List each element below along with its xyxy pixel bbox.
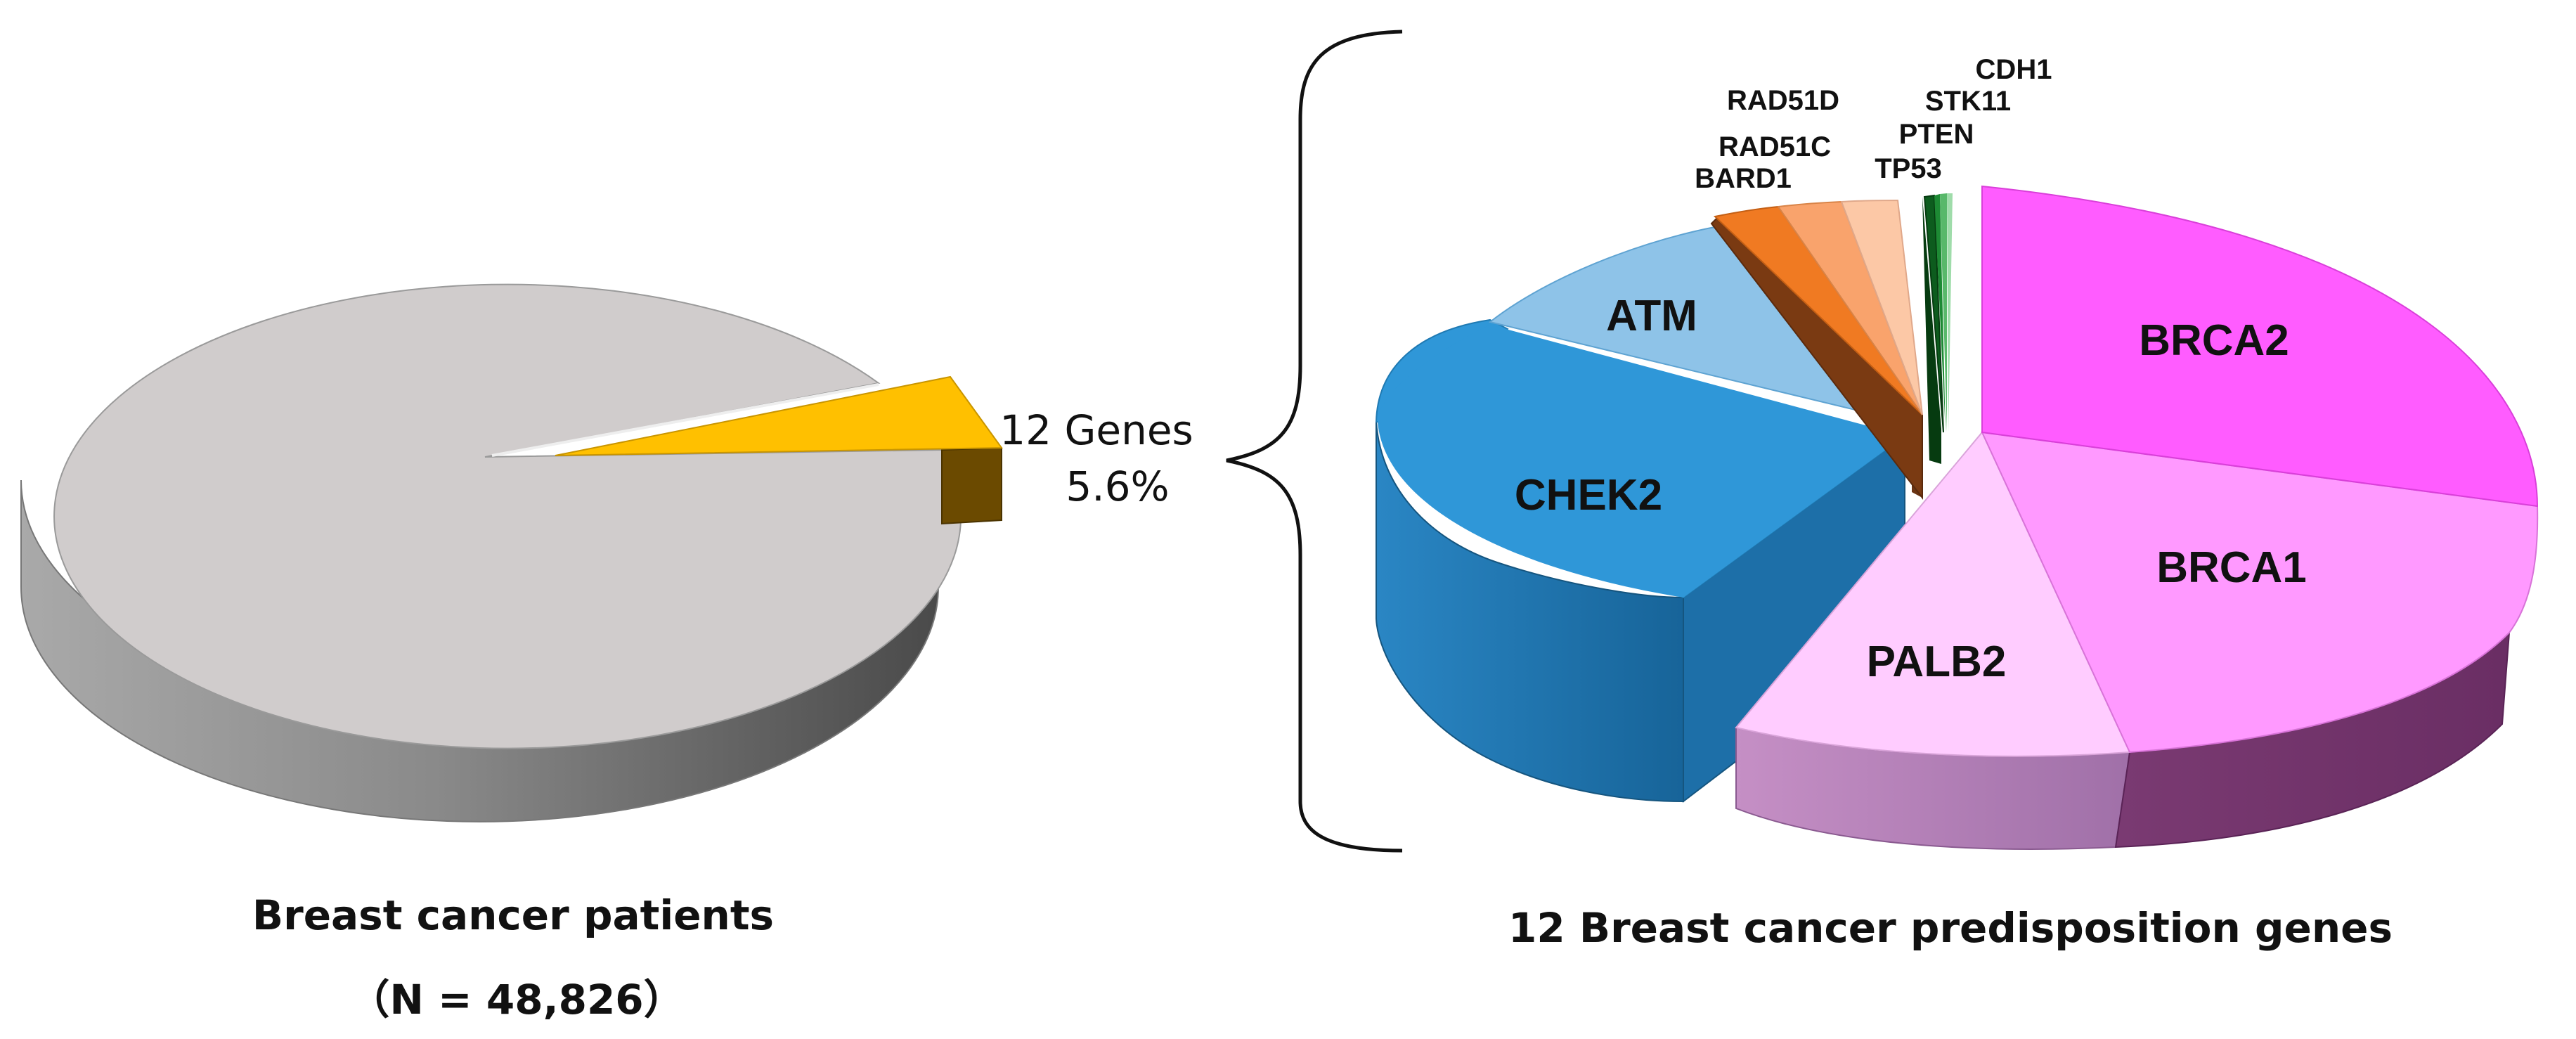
curly-brace <box>1226 30 1403 853</box>
right-chart-caption: 12 Breast cancer predisposition genes <box>1508 904 2393 952</box>
left-chart-caption: Breast cancer patients <box>252 891 774 939</box>
left-pie-slice-12-genes-side <box>941 446 1002 525</box>
label-rad51d: RAD51D <box>1727 85 1839 116</box>
label-cdh1: CDH1 <box>1976 54 2052 85</box>
right-pie-slice-stk11 <box>1940 193 1947 432</box>
left-pie-chart <box>20 283 1003 822</box>
left-pie-slice-12-genes <box>555 375 1003 456</box>
right-pie-slice-brca2 <box>1981 185 2539 508</box>
right-pie-slice-bard1 <box>1713 205 1923 415</box>
callout-line-1: 12 Genes <box>999 406 1193 454</box>
label-brca2: BRCA2 <box>2139 316 2289 365</box>
label-chek2: CHEK2 <box>1515 471 1662 520</box>
right-pie-slice-pten <box>1934 194 1946 432</box>
left-pie-wedge-edge <box>491 383 879 457</box>
right-pie-slice-tp53 <box>1923 194 1944 433</box>
label-tp53: TP53 <box>1875 153 1942 184</box>
right-pie-slice-tp53-wall <box>1922 197 1941 464</box>
right-pie-slice-brca1 <box>1981 431 2539 754</box>
label-rad51c: RAD51C <box>1719 131 1831 162</box>
right-pie-chart <box>1375 185 2539 850</box>
label-palb2: PALB2 <box>1867 638 2007 686</box>
right-pie-slice-cdh1 <box>1947 193 1953 432</box>
label-pten: PTEN <box>1899 119 1974 150</box>
left-pie-slice-rest <box>53 283 962 749</box>
label-atm: ATM <box>1606 292 1697 340</box>
left-chart-subcaption: （N = 48,826） <box>349 976 684 1024</box>
right-pie-slice-chek2-fill <box>1378 325 1905 598</box>
label-brca1: BRCA1 <box>2156 543 2307 592</box>
label-bard1: BARD1 <box>1695 163 1792 194</box>
right-pie-slice-rad51d <box>1840 199 1923 415</box>
label-stk11: STK11 <box>1925 86 2011 117</box>
right-pie-slice-rad51c <box>1777 200 1923 415</box>
callout-line-2: 5.6% <box>1066 463 1169 510</box>
right-pie-slice-palb2 <box>1735 431 2131 757</box>
